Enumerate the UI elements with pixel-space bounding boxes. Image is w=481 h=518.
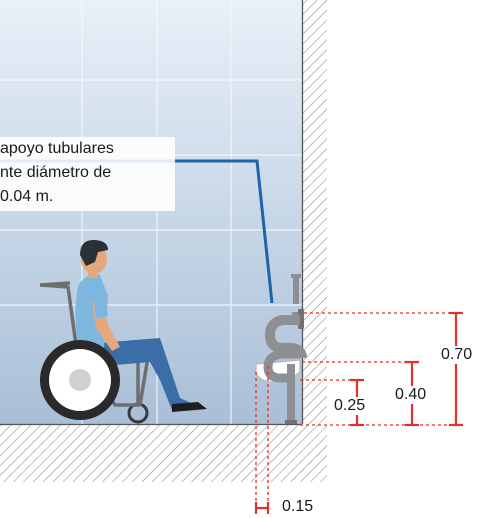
dim-label-070: 0.70: [439, 346, 475, 364]
wall-hatch: [302, 0, 327, 482]
callout-line-3: 0.04 m.: [0, 188, 54, 205]
wheelchair-user: [39, 239, 207, 424]
floor-hatch: [0, 424, 327, 482]
dim-label-015: 0.15: [280, 498, 316, 516]
dimension-guides: [255, 312, 462, 512]
window-grid: [0, 0, 302, 424]
dim-label-040: 0.40: [393, 386, 429, 404]
dim-label-025: 0.25: [332, 397, 368, 415]
callout-line-2: nte diámetro de: [0, 164, 112, 181]
callout-line-1: apoyo tubulares: [0, 140, 114, 157]
callout-text: apoyo tubulares nte diámetro de 0.04 m.: [0, 137, 175, 211]
